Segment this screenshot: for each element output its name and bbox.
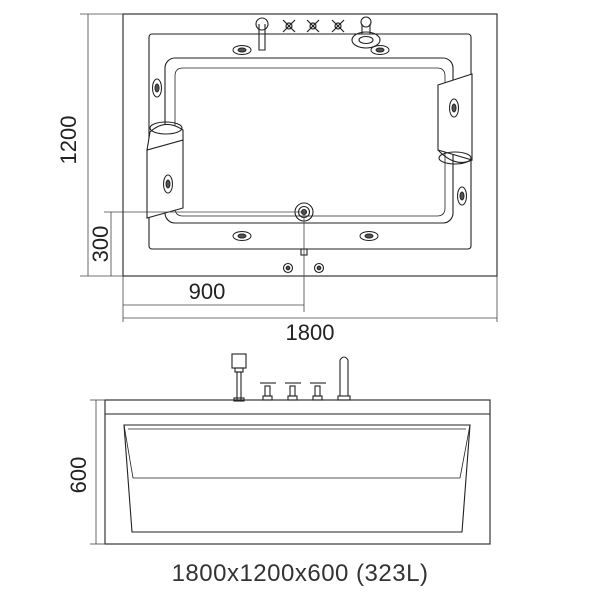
dimension-lines-side xyxy=(90,399,105,545)
diverter-top xyxy=(360,16,372,28)
jet xyxy=(449,98,459,118)
dimension-lines-top xyxy=(80,13,498,322)
width-dimension-label: 1200 xyxy=(56,116,81,165)
tub-basin-outline xyxy=(164,57,454,224)
handle-3 xyxy=(331,19,345,33)
headrest-right xyxy=(437,73,473,165)
length-dimension-label: 1800 xyxy=(286,320,335,345)
jet xyxy=(457,186,467,206)
handle-2 xyxy=(306,19,320,33)
jets xyxy=(152,45,467,241)
faucet-side xyxy=(231,353,351,402)
tub-side-panel xyxy=(123,424,471,533)
side-view xyxy=(104,353,491,545)
hand-shower-side xyxy=(337,356,351,401)
handle-side-2 xyxy=(285,382,301,401)
jet xyxy=(232,45,252,55)
jet xyxy=(359,231,379,241)
drain-offset-y-label: 300 xyxy=(88,226,113,263)
control-buttons xyxy=(282,262,325,274)
tub-basin-floor xyxy=(174,67,446,217)
handle-side-1 xyxy=(260,382,276,401)
jet xyxy=(163,174,173,194)
jet xyxy=(370,45,390,55)
headrest-left xyxy=(146,121,184,219)
top-view xyxy=(122,13,498,277)
hand-shower-top xyxy=(351,31,381,49)
model-caption: 1800x1200x600 (323L) xyxy=(171,560,429,587)
spout-top xyxy=(255,17,269,31)
jet xyxy=(152,78,162,98)
handle-1 xyxy=(282,19,296,33)
handle-side-3 xyxy=(310,382,326,401)
drain-offset-x-label: 900 xyxy=(189,279,226,304)
tub-deck-outline xyxy=(148,33,472,250)
tub-side-panel-inner xyxy=(128,428,466,479)
jet xyxy=(232,231,252,241)
faucet-set xyxy=(255,16,381,51)
tub-side-outer xyxy=(104,399,491,545)
height-dimension-label: 600 xyxy=(66,457,91,494)
